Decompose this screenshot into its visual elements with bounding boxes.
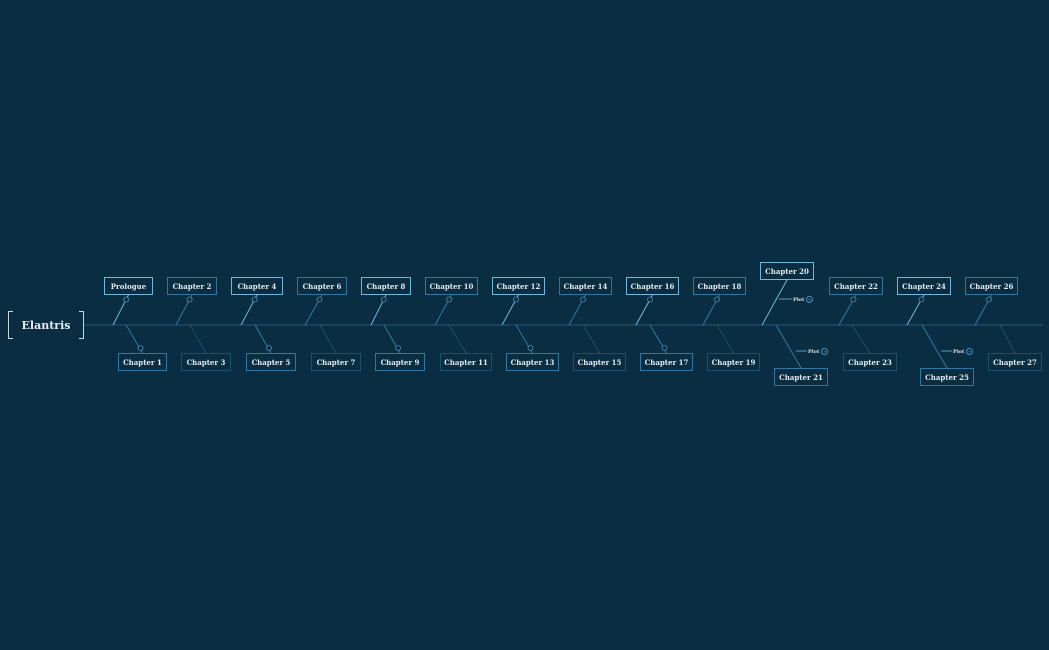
collapse-toggle-icon[interactable] bbox=[186, 296, 193, 303]
chapter-node[interactable]: Chapter 19 bbox=[707, 353, 760, 371]
chapter-node[interactable]: Chapter 4 bbox=[231, 277, 283, 295]
chapter-node[interactable]: Chapter 15 bbox=[573, 353, 626, 371]
collapse-toggle-icon[interactable] bbox=[918, 296, 925, 303]
chapter-node[interactable]: Chapter 13 bbox=[506, 353, 559, 371]
chapter-node[interactable]: Chapter 2 bbox=[167, 277, 217, 295]
chapter-node[interactable]: Chapter 23 bbox=[843, 353, 897, 371]
collapse-count-icon[interactable]: + bbox=[821, 348, 829, 355]
chapter-node[interactable]: Chapter 12 bbox=[492, 277, 545, 295]
collapse-toggle-icon[interactable] bbox=[850, 296, 857, 303]
branch-line bbox=[775, 324, 802, 369]
collapse-toggle-icon[interactable] bbox=[647, 296, 653, 303]
branch-line bbox=[999, 324, 1016, 354]
chapter-node[interactable]: Chapter 16 bbox=[626, 277, 679, 295]
collapse-toggle-icon[interactable] bbox=[266, 345, 272, 351]
chapter-node[interactable]: Chapter 26 bbox=[965, 277, 1018, 295]
chapter-node[interactable]: Prologue bbox=[104, 277, 153, 295]
branch-line bbox=[761, 279, 788, 326]
collapse-toggle-icon[interactable] bbox=[446, 296, 452, 303]
chapter-node[interactable]: Chapter 1 bbox=[118, 353, 167, 371]
chapter-node[interactable]: Chapter 27 bbox=[988, 353, 1042, 371]
plot-label: Plot bbox=[793, 296, 805, 303]
chapter-node[interactable]: Chapter 21 bbox=[774, 368, 828, 386]
chapter-node[interactable]: Chapter 17 bbox=[640, 353, 693, 371]
branch-line bbox=[921, 324, 948, 369]
chapter-node[interactable]: Chapter 11 bbox=[440, 353, 492, 371]
chapter-node[interactable]: Chapter 14 bbox=[559, 277, 612, 295]
collapse-toggle-icon[interactable] bbox=[316, 296, 323, 303]
chapter-node[interactable]: Chapter 8 bbox=[361, 277, 411, 295]
root-bracket-right bbox=[79, 311, 84, 339]
chapter-node[interactable]: Chapter 18 bbox=[693, 277, 746, 295]
chapter-node[interactable]: Chapter 10 bbox=[425, 277, 478, 295]
collapse-toggle-icon[interactable] bbox=[251, 296, 258, 303]
plot-label: Plot bbox=[953, 348, 965, 355]
collapse-toggle-icon[interactable] bbox=[714, 296, 720, 303]
chapter-node[interactable]: Chapter 9 bbox=[375, 353, 425, 371]
collapse-count-icon[interactable]: + bbox=[806, 296, 814, 303]
collapse-toggle-icon[interactable] bbox=[137, 345, 144, 351]
chapter-node[interactable]: Chapter 3 bbox=[181, 353, 231, 371]
collapse-toggle-icon[interactable] bbox=[527, 345, 534, 351]
branch-line bbox=[851, 324, 871, 354]
collapse-toggle-icon[interactable] bbox=[123, 296, 130, 303]
collapse-toggle-icon[interactable] bbox=[661, 345, 668, 351]
collapse-toggle-icon[interactable] bbox=[986, 296, 992, 303]
collapse-count-icon[interactable]: + bbox=[966, 348, 974, 355]
branch-line bbox=[319, 324, 337, 354]
plot-subtopic[interactable]: Plot+ bbox=[793, 296, 814, 303]
chapter-node[interactable]: Chapter 20 bbox=[760, 262, 814, 280]
plot-label: Plot bbox=[808, 348, 820, 355]
chapter-node[interactable]: Chapter 7 bbox=[311, 353, 361, 371]
chapter-node[interactable]: Chapter 6 bbox=[297, 277, 347, 295]
branch-lines bbox=[112, 279, 1016, 369]
root-topic[interactable]: Elantris bbox=[8, 311, 84, 339]
plot-subtopic[interactable]: Plot+ bbox=[808, 348, 829, 355]
chapter-node[interactable]: Chapter 22 bbox=[829, 277, 883, 295]
branch-line bbox=[582, 324, 600, 354]
branch-line bbox=[448, 324, 467, 354]
root-bracket-left bbox=[8, 311, 13, 339]
collapse-toggle-icon[interactable] bbox=[395, 345, 401, 351]
branch-line bbox=[716, 324, 734, 354]
chapter-node[interactable]: Chapter 25 bbox=[920, 368, 974, 386]
collapse-toggle-icon[interactable] bbox=[513, 296, 519, 303]
chapter-node[interactable]: Chapter 24 bbox=[897, 277, 951, 295]
plot-subtopic[interactable]: Plot+ bbox=[953, 348, 974, 355]
chapter-node[interactable]: Chapter 5 bbox=[246, 353, 296, 371]
collapse-toggle-icon[interactable] bbox=[380, 296, 387, 303]
root-title: Elantris bbox=[21, 318, 71, 332]
collapse-toggle-icon[interactable] bbox=[580, 296, 586, 303]
branch-line bbox=[189, 324, 207, 354]
